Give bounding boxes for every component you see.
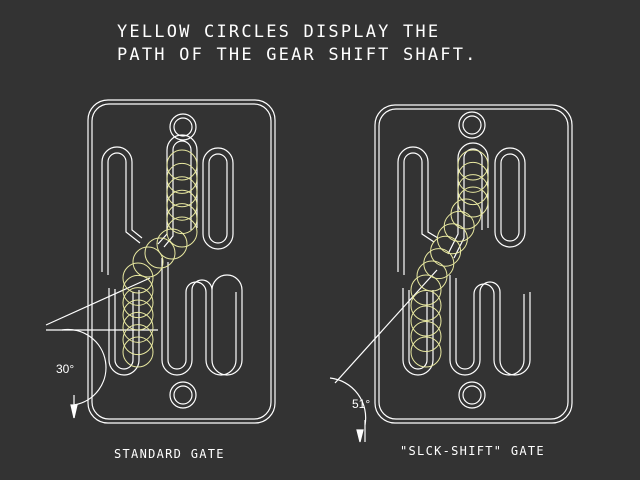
standard-plate-inner [91, 103, 272, 420]
shaft-position-circle [166, 176, 198, 208]
slick-plate-outer [374, 104, 573, 424]
shaft-position-circle [122, 287, 154, 319]
shaft-position-circle [457, 149, 489, 181]
shaft-position-circle [410, 274, 442, 306]
standard-top-hole [169, 113, 197, 141]
shaft-position-circle [410, 290, 442, 321]
shaft-position-circle [423, 248, 455, 280]
standard-gate-slot [101, 134, 243, 376]
slick-bottom-hole [458, 381, 486, 409]
standard-gate [45, 99, 276, 424]
standard-gate-caption: STANDARD GATE [114, 447, 225, 461]
shaft-position-circle [122, 299, 154, 331]
shaft-position-circle [457, 161, 489, 193]
slick-gate-caption: "SLCK-SHIFT" GATE [400, 444, 545, 458]
standard-plate-outer [87, 99, 276, 424]
shaft-position-circle [166, 189, 198, 221]
shaft-position-circle [457, 174, 489, 206]
shaft-position-circle [132, 246, 164, 278]
shaft-position-circle [144, 237, 176, 269]
shaft-position-circle [457, 186, 489, 218]
shaft-position-circle [416, 260, 448, 292]
slick-angle-dimension [329, 269, 438, 443]
standard-angle-label: 30° [56, 362, 74, 376]
shaft-position-circle [166, 162, 198, 194]
slick-shaft-path [410, 149, 489, 368]
shaft-position-circle [410, 305, 442, 337]
shaft-position-circle [166, 149, 198, 181]
standard-angle-dimension [45, 277, 158, 419]
shaft-position-circle [122, 262, 154, 294]
shaft-position-circle [410, 321, 442, 352]
standard-shaft-path [122, 149, 198, 368]
shaft-position-circle [122, 274, 154, 306]
shaft-position-circle [410, 336, 442, 368]
shaft-position-circle [122, 311, 154, 343]
slick-angle-label: 51° [352, 397, 370, 411]
shaft-position-circle [122, 324, 154, 356]
title-line-2: PATH OF THE GEAR SHIFT SHAFT. [117, 45, 478, 65]
shaft-position-circle [122, 336, 154, 368]
slick-gate-slot [397, 142, 531, 376]
slick-plate-inner [378, 108, 569, 420]
shaft-position-circle [166, 216, 198, 248]
standard-bottom-hole [169, 381, 197, 409]
slick-top-hole [458, 111, 486, 139]
title-line-1: YELLOW CIRCLES DISPLAY THE [117, 22, 440, 42]
slick-gate [329, 104, 573, 443]
shaft-position-circle [156, 228, 188, 260]
shaft-position-circle [166, 203, 198, 235]
